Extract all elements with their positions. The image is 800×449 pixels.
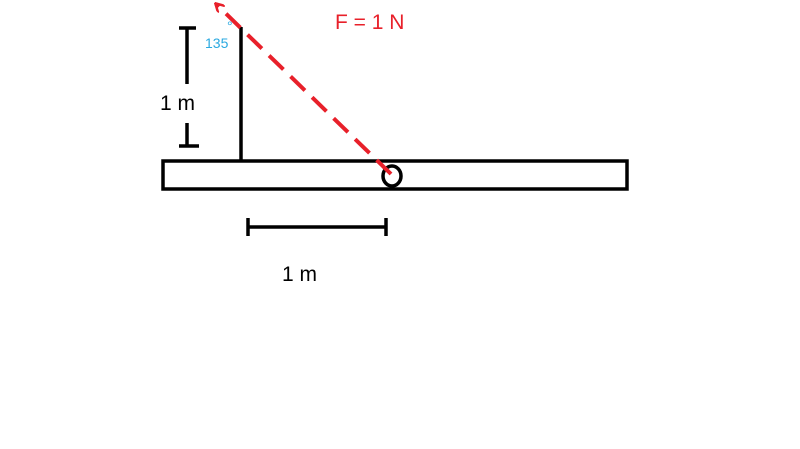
horizontal-dimension-label: 1 m [282, 263, 317, 286]
vertical-dimension-marker [179, 26, 199, 148]
vertical-dimension-label: 1 m [160, 92, 195, 115]
pivot-circle [381, 164, 403, 188]
angle-degree-mark: ° [227, 18, 233, 34]
horizontal-dimension-marker [246, 218, 388, 236]
force-arrow [216, 4, 393, 176]
angle-label: 135 [205, 35, 229, 51]
force-label: F = 1 N [335, 11, 404, 34]
beam [161, 159, 629, 191]
